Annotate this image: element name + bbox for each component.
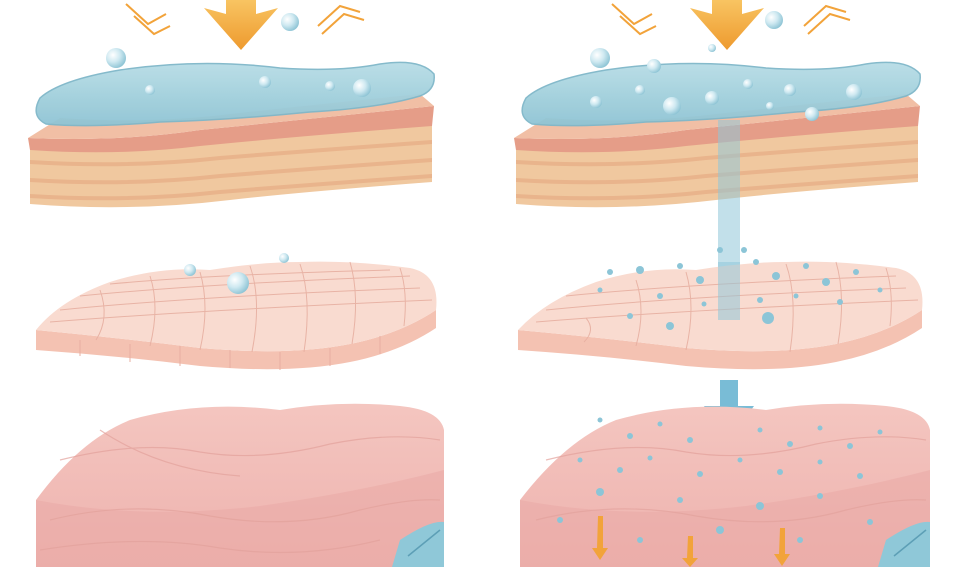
dermis-block (520, 403, 930, 567)
droplets (106, 13, 371, 97)
middle-skin-layer (36, 253, 437, 370)
moisture-film (35, 61, 435, 127)
droplets (590, 44, 862, 121)
down-arrow-icon (204, 0, 278, 50)
moisture-film (521, 61, 921, 127)
orange-down-arrows (592, 516, 790, 567)
middle-skin-layer (518, 247, 923, 370)
down-arrow-icon (690, 0, 764, 50)
chevron-arrows-icon (125, 3, 365, 36)
chevron-arrows-icon (611, 3, 851, 36)
right-panel (514, 0, 930, 567)
dermis-block (36, 403, 444, 567)
left-panel (28, 0, 444, 567)
